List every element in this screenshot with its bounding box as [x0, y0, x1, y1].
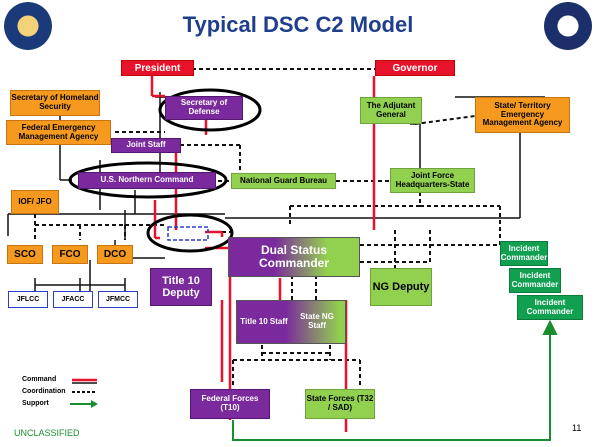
sec-homeland-node: Secretary of Homeland Security	[10, 90, 100, 116]
jflcc-node: JFLCC	[8, 291, 48, 308]
page-title: Typical DSC C2 Model	[182, 12, 414, 37]
ng-deputy-node: NG Deputy	[370, 268, 432, 306]
adjutant-general-node: The Adjutant General	[360, 97, 422, 124]
state-ema-node: State/ Territory Emergency Management Ag…	[475, 97, 570, 133]
dco-node: DCO	[97, 245, 133, 264]
federal-forces-node: Federal Forces (T10)	[190, 389, 270, 419]
ngb-node: National Guard Bureau	[231, 173, 336, 189]
president-node: President	[121, 60, 194, 76]
incident-commander-2: Incident Commander	[509, 268, 561, 293]
sec-defense-node: Secretary of Defense	[165, 96, 243, 120]
title10-staff-node: Title 10 Staff	[240, 316, 288, 326]
fema-node: Federal Emergency Management Agency	[6, 120, 111, 145]
legend-command-label: Command	[22, 376, 57, 383]
jfacc-node: JFACC	[53, 291, 93, 308]
governor-node: Governor	[375, 60, 455, 76]
joint-staff-box	[236, 300, 346, 344]
state-ng-staff-node: State NG Staff	[300, 312, 334, 330]
classification-footer: UNCLASSIFIED	[14, 428, 80, 438]
dod-seal-icon	[4, 2, 52, 50]
legend-support-label: Support	[22, 400, 49, 407]
incident-commander-1: Incident Commander	[500, 241, 548, 266]
iof-jfo-node: IOF/ JFO	[11, 190, 59, 214]
fco-node: FCO	[52, 245, 88, 264]
jfmcc-node: JFMCC	[98, 291, 138, 308]
northcom-seal-icon	[544, 2, 592, 50]
joint-staff-node: Joint Staff	[111, 138, 181, 153]
northcom-node: U.S. Northern Command	[78, 172, 216, 189]
jfhq-node: Joint Force Headquarters-State	[390, 168, 475, 193]
title10-deputy-node: Title 10 Deputy	[150, 268, 212, 306]
legend-coordination-label: Coordination	[22, 388, 66, 395]
sco-node: SCO	[7, 245, 43, 264]
dsc-node: Dual Status Commander	[228, 237, 360, 277]
page-number: 11	[572, 423, 582, 433]
incident-commander-3: Incident Commander	[517, 295, 583, 320]
state-forces-node: State Forces (T32 / SAD)	[305, 389, 375, 419]
